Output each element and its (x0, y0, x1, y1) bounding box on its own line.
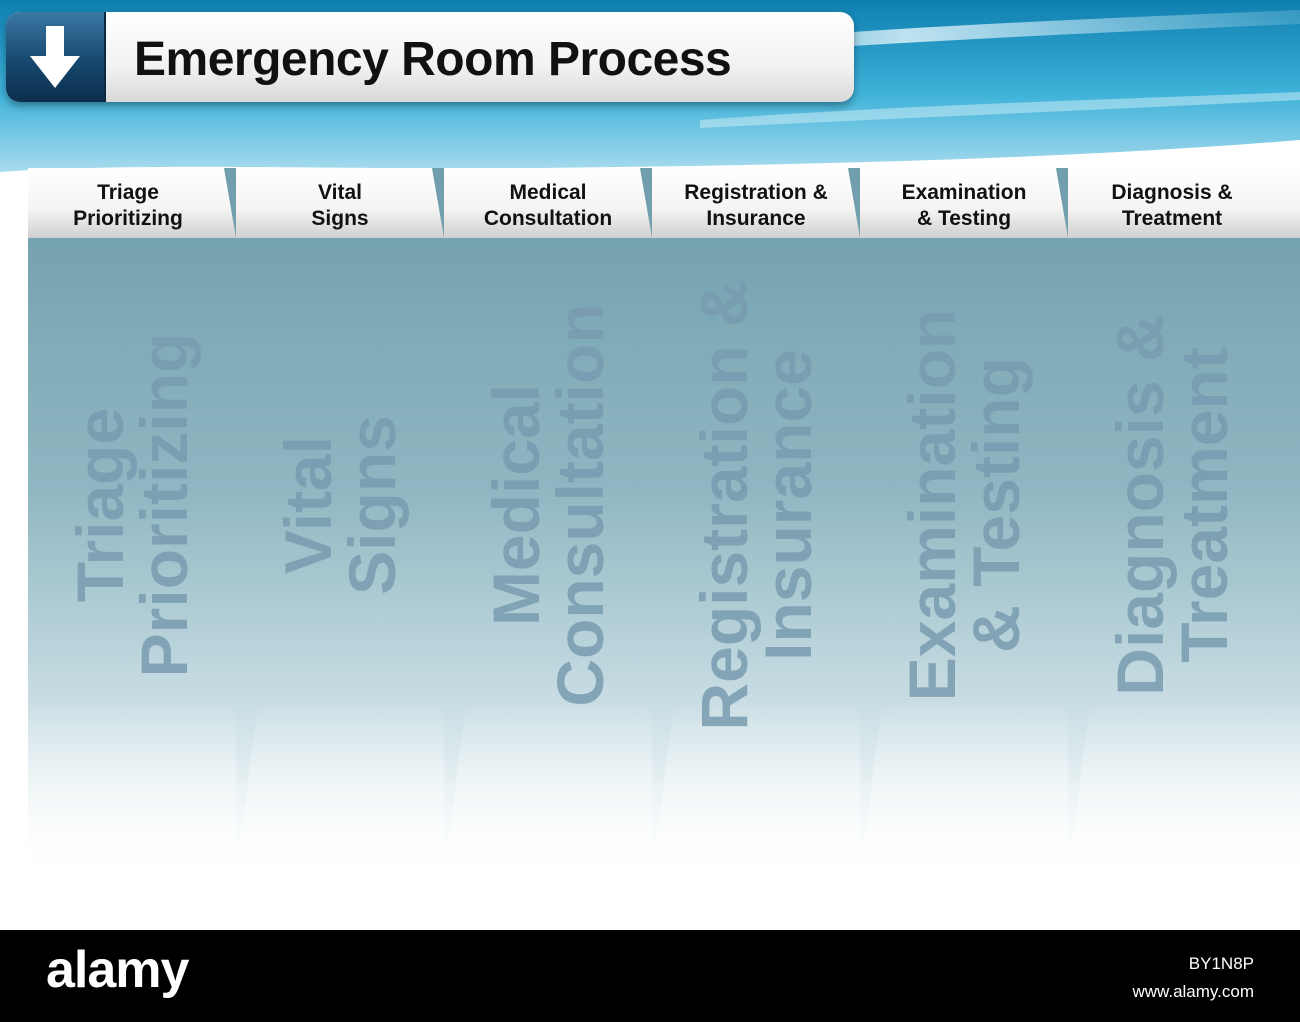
step-header-line2: Signs (311, 207, 369, 230)
step-header-6: Diagnosis & Treatment (1072, 180, 1272, 232)
step-ghost-line1: Medical (479, 383, 553, 627)
step-column-6 (1068, 168, 1300, 880)
step-column-4 (652, 168, 904, 880)
step-header-plate-5 (860, 168, 1068, 238)
title-bar: Emergency Room Process (6, 12, 854, 102)
step-ghost-line2: Insurance (751, 349, 825, 661)
step-ghost-line1: Diagnosis & (1103, 314, 1177, 696)
step-header-plate-3 (444, 168, 652, 238)
step-ghost-line2: Prioritizing (127, 332, 201, 678)
step-ghost-line1: Examination (895, 308, 969, 702)
step-column-3 (444, 168, 696, 880)
title-icon-box (6, 12, 106, 102)
step-header-line2: & Testing (916, 207, 1012, 230)
step-ghost-line1: Triage (63, 407, 137, 603)
step-header-plate-4 (652, 168, 860, 238)
step-header-line1: Examination (901, 181, 1027, 204)
step-ghost-line2: Signs (335, 415, 409, 595)
step-ghost-label-4: Registration &Insurance (687, 279, 825, 731)
step-header-4: Registration & Insurance (656, 180, 856, 232)
step-header-line1: Medical (509, 181, 587, 204)
step-header-line1: Triage (97, 181, 159, 204)
step-header-plate-2 (236, 168, 444, 238)
brand-logo: alamy (46, 941, 189, 999)
step-header-line1: Vital (318, 181, 362, 204)
step-header-line2: Insurance (706, 207, 806, 230)
step-ghost-line2: & Testing (959, 357, 1033, 653)
site-url: www.alamy.com (1132, 982, 1254, 1001)
image-id: BY1N8P (1188, 954, 1254, 973)
step-ghost-line2: Treatment (1167, 347, 1241, 663)
step-column-5 (860, 168, 1112, 880)
step-ghost-line1: Registration & (687, 279, 761, 731)
step-header-line2: Treatment (1121, 207, 1223, 230)
step-header-plate-6 (1068, 168, 1300, 238)
step-header-line1: Registration & (684, 181, 828, 204)
step-ghost-label-5: Examination& Testing (895, 308, 1033, 702)
step-column-1 (28, 168, 280, 880)
step-ghost-line1: Vital (271, 435, 345, 575)
page-title: Emergency Room Process (134, 33, 732, 86)
process-arrows-layer (28, 168, 1300, 880)
step-header-line1: Diagnosis & (1111, 181, 1233, 204)
step-header-line2: Consultation (483, 207, 613, 230)
step-ghost-line2: Consultation (543, 303, 617, 707)
down-arrow-icon (30, 26, 80, 88)
step-header-line2: Prioritizing (73, 207, 183, 230)
footer-bar: alamy BY1N8P www.alamy.com (0, 930, 1300, 1022)
step-column-2 (236, 168, 488, 880)
step-header-plate-1 (28, 168, 236, 238)
step-header-5: Examination & Testing (864, 180, 1064, 232)
step-ghost-label-6: Diagnosis &Treatment (1103, 314, 1241, 696)
